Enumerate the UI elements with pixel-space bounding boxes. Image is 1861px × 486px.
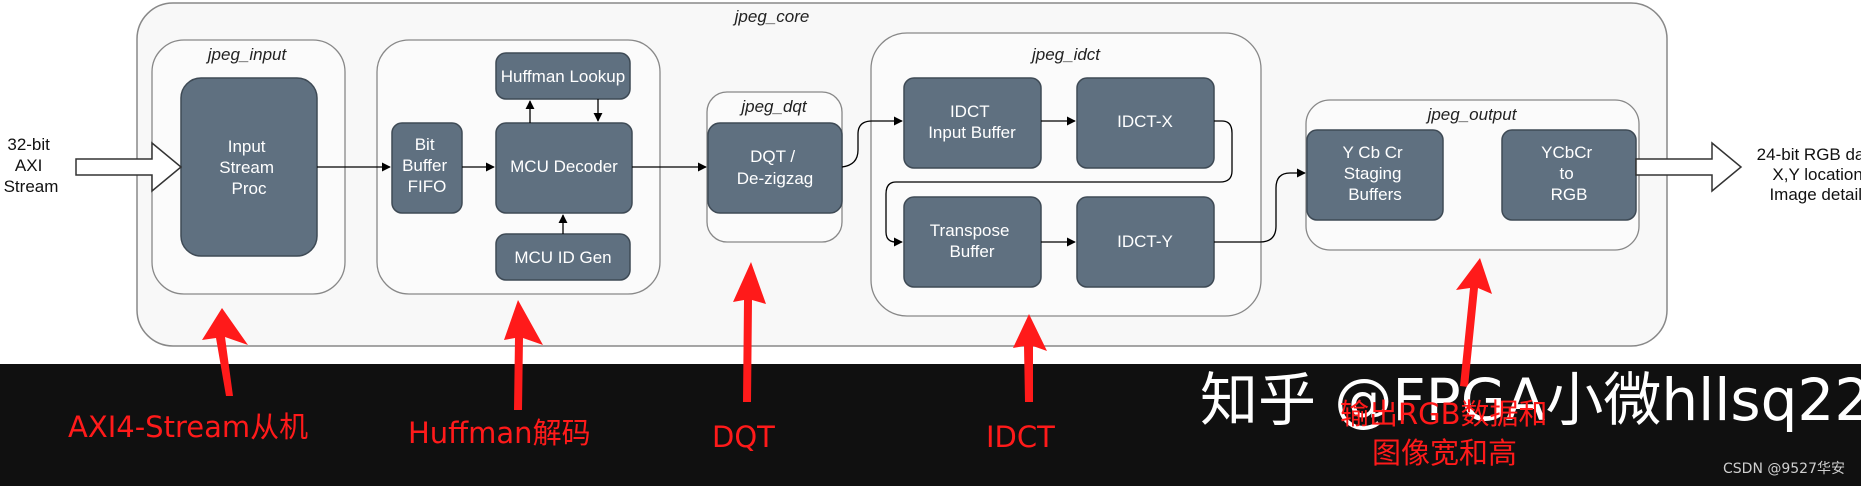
connectors — [317, 99, 1306, 247]
red-arrow-input — [202, 308, 248, 396]
annotation-huffman: Huffman解码 — [408, 416, 591, 450]
csdn-footer: CSDN @9527华安 — [1723, 461, 1845, 477]
dqt-dezigzag-block — [707, 122, 843, 214]
input-io-line-3: Stream — [4, 177, 59, 196]
bit-buffer-fifo-block — [391, 122, 463, 214]
arrow-dqt-to-idct-input — [841, 116, 903, 168]
idct-x-block — [1076, 77, 1215, 169]
ycbcr-to-rgb-line-3: RGB — [1551, 185, 1588, 204]
input-stream-proc-line-1: Input — [228, 137, 266, 156]
output-io-line-2: X,Y location — [1772, 165, 1861, 184]
bit-buffer-fifo-line-2: Buffer — [402, 156, 447, 175]
output-io-line-1: 24-bit RGB data — [1757, 145, 1861, 164]
ycbcr-staging-line-1: Y Cb Cr — [1343, 143, 1403, 162]
bit-buffer-fifo-label: Bit Buffer FIFO — [402, 135, 452, 196]
red-arrow-output — [1456, 258, 1492, 387]
mcu-decoder-label: MCU Decoder — [510, 157, 618, 176]
jpeg-output-label: jpeg_output — [1426, 105, 1518, 124]
huffman-lookup-block — [495, 52, 631, 100]
input-io-line-2: AXI — [15, 156, 42, 175]
input-io-label: 32-bit AXI Stream — [4, 135, 59, 196]
arrow-x-to-transpose — [885, 120, 1233, 247]
annotation-output-line2: 图像宽和高 — [1372, 436, 1517, 470]
transpose-buffer-line-1: Transpose — [930, 221, 1010, 240]
bit-buffer-fifo-line-3: FIFO — [408, 177, 447, 196]
jpeg-dqt-label: jpeg_dqt — [739, 97, 808, 116]
ycbcr-to-rgb-label: YCbCr to RGB — [1541, 143, 1597, 204]
idct-input-buffer-line-1: IDCT — [950, 102, 989, 121]
transpose-buffer-line-2: Buffer — [949, 242, 994, 261]
annotation-output-line1: 输出RGB数据和 — [1340, 397, 1548, 431]
ycbcr-staging-block — [1306, 129, 1444, 221]
input-io-line-1: 32-bit — [7, 135, 50, 154]
annotation-dqt: DQT — [712, 420, 775, 454]
idct-input-buffer-block — [903, 77, 1042, 169]
dqt-dezigzag-label: DQT / De-zigzag — [737, 147, 814, 188]
dqt-dezigzag-line-1: DQT / — [750, 147, 795, 166]
jpeg-idct-label: jpeg_idct — [1030, 45, 1101, 64]
bit-buffer-fifo-line-1: Bit — [415, 135, 435, 154]
red-arrow-huffman — [504, 300, 543, 410]
annotation-axi-slave: AXI4-Stream从机 — [68, 410, 308, 444]
zhihu-watermark: 知乎 @FPGA小微hllsq22 — [1200, 366, 1861, 434]
input-stream-proc-line-3: Proc — [232, 179, 267, 198]
ycbcr-to-rgb-line-2: to — [1560, 164, 1574, 183]
annotation-banner — [0, 364, 1861, 486]
mcu-decoder-block — [495, 122, 633, 214]
huffman-lookup-label: Huffman Lookup — [501, 67, 625, 86]
dqt-dezigzag-line-2: De-zigzag — [737, 169, 814, 188]
input-stream-arrow — [75, 141, 183, 193]
jpeg-input-label: jpeg_input — [206, 45, 288, 64]
red-arrow-idct — [1013, 314, 1047, 402]
annotation-idct: IDCT — [986, 420, 1055, 454]
red-arrow-dqt — [733, 262, 766, 402]
idct-y-label: IDCT-Y — [1117, 232, 1173, 251]
output-data-arrow — [1635, 141, 1743, 193]
idct-input-buffer-label: IDCT Input Buffer — [928, 102, 1016, 142]
output-io-label: 24-bit RGB data X,Y location Image detai… — [1757, 145, 1861, 204]
jpeg-core-label: jpeg_core — [733, 7, 810, 26]
input-stream-proc-line-2: Stream — [219, 158, 274, 177]
ycbcr-to-rgb-line-1: YCbCr — [1541, 143, 1592, 162]
transpose-buffer-label: Transpose Buffer — [930, 221, 1014, 261]
output-io-line-3: Image details — [1769, 185, 1861, 204]
ycbcr-staging-label: Y Cb Cr Staging Buffers — [1343, 143, 1408, 204]
annotation-arrows — [202, 258, 1492, 410]
arrow-y-to-staging — [1214, 168, 1306, 243]
ycbcr-staging-line-3: Buffers — [1348, 185, 1402, 204]
idct-input-buffer-line-2: Input Buffer — [928, 123, 1016, 142]
input-stream-proc-label: Input Stream Proc — [219, 137, 279, 198]
idct-x-label: IDCT-X — [1117, 112, 1173, 131]
mcu-id-gen-label: MCU ID Gen — [514, 248, 611, 267]
ycbcr-staging-line-2: Staging — [1344, 164, 1402, 183]
